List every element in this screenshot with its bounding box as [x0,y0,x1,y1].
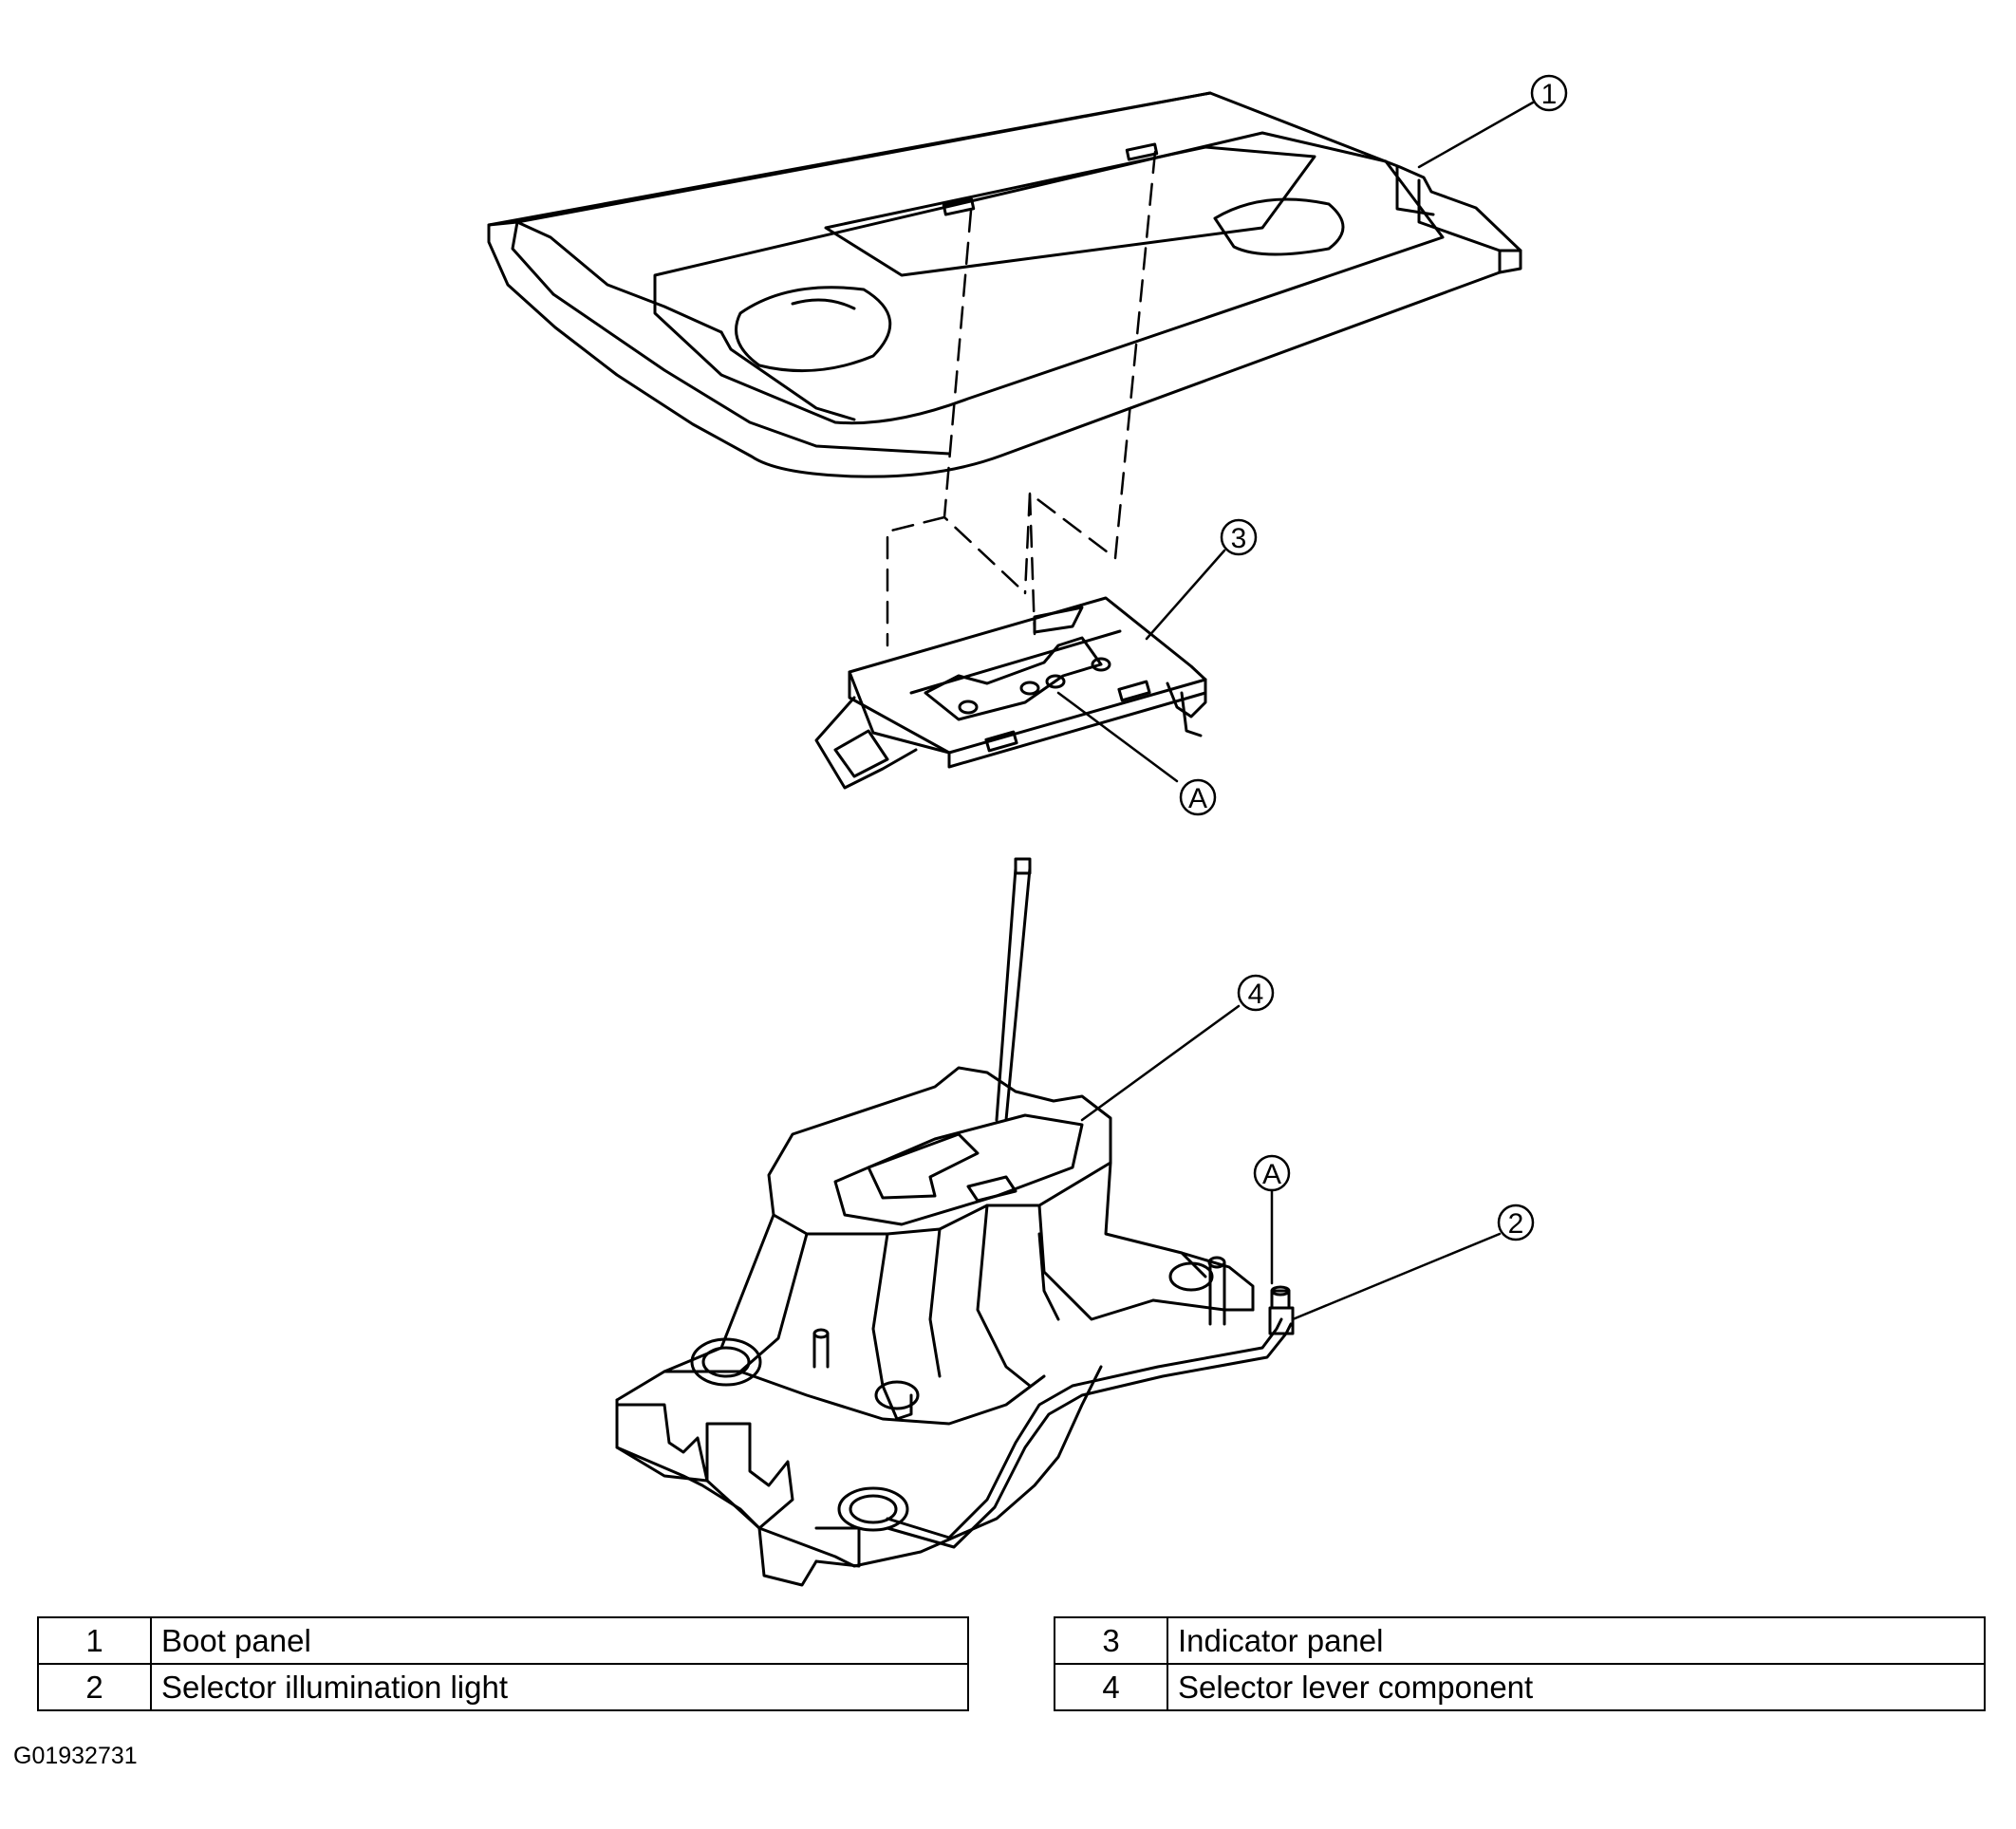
legend-row: 1 Boot panel [37,1616,969,1665]
legend-label: Boot panel [150,1616,969,1665]
alignment-lines [886,150,1157,647]
callout-a-panel-leader [1056,691,1179,783]
boot-panel-drawing [487,91,1522,478]
callout-2-label: 2 [1508,1208,1524,1240]
callout-2-leader [1291,1232,1502,1321]
callout-3-leader [1145,549,1226,641]
callout-1-leader [1417,101,1535,169]
legend-row: 3 Indicator panel [1054,1616,1986,1665]
selector-lever-drawing [615,857,1295,1587]
callout-a-light-label: A [1262,1159,1281,1190]
callout-a-panel-circle [1179,778,1217,816]
legend-number: 4 [1054,1663,1168,1711]
callout-1-label: 1 [1541,79,1558,110]
callout-a-light-circle [1253,1154,1291,1192]
callout-4-leader [1080,1004,1241,1122]
callout-2-circle [1497,1204,1535,1241]
callout-3-label: 3 [1231,523,1247,554]
callout-a-panel-label: A [1188,783,1207,814]
legend-row: 4 Selector lever component [1054,1663,1986,1711]
callout-4-label: 4 [1248,979,1264,1010]
callouts [1056,74,1568,1321]
exploded-view-diagram: 1 3 A 4 A 2 [487,74,1568,1587]
callout-1-circle [1530,74,1568,112]
legend-table-left: 1 Boot panel 2 Selector illumination lig… [37,1616,969,1711]
legend-label: Selector lever component [1167,1663,1986,1711]
legend-table-right: 3 Indicator panel 4 Selector lever compo… [1054,1616,1986,1711]
legend-number: 1 [37,1616,152,1665]
legend-label: Selector illumination light [150,1663,969,1711]
callout-4-circle [1237,974,1275,1012]
figure-id: G01932731 [13,1743,138,1769]
callout-3-circle [1220,518,1258,556]
legend-number: 3 [1054,1616,1168,1665]
legend-row: 2 Selector illumination light [37,1663,969,1711]
legend-number: 2 [37,1663,152,1711]
indicator-panel-drawing [814,596,1207,790]
legend-label: Indicator panel [1167,1616,1986,1665]
